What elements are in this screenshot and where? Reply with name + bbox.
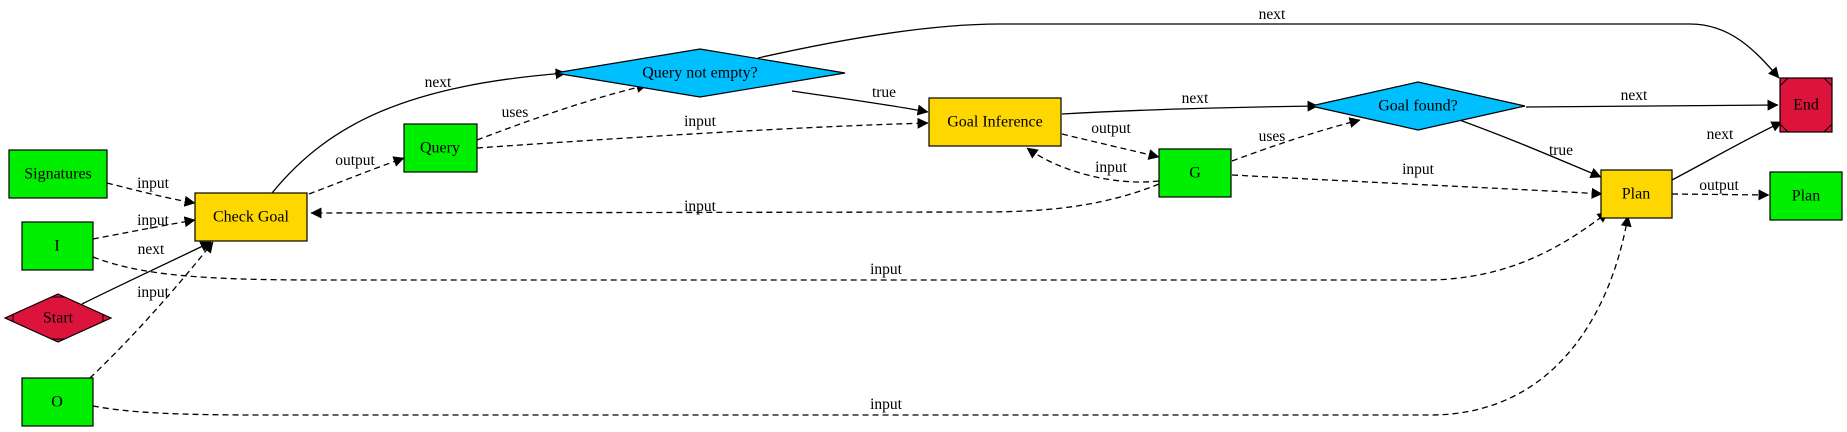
edge-label-signatures-check-goal: input	[137, 175, 170, 192]
edge-label-i-check-goal: input	[137, 212, 170, 229]
edge-o-to-plan	[92, 215, 1632, 416]
node-label-g: G	[1189, 165, 1201, 182]
edge-goal-inference-to-goal-found	[1061, 100, 1319, 115]
edge-label-g-goal-inference: input	[1095, 159, 1128, 176]
node-plan[interactable]: Plan	[1600, 169, 1673, 219]
edge-query-to-goal-inference	[476, 117, 929, 149]
edge-label-goal-inference-goal-found: next	[1182, 90, 1209, 107]
edge-label-query-not-empty-true: true	[872, 84, 896, 101]
edge-o-to-check-goal	[89, 241, 214, 379]
node-end[interactable]: End	[1779, 77, 1833, 133]
node-check-goal[interactable]: Check Goal	[194, 192, 308, 242]
edge-g-to-check-goal	[310, 183, 1160, 219]
node-label-plan: Plan	[1622, 186, 1650, 203]
node-o[interactable]: O	[21, 377, 94, 427]
edge-goal-found-to-end	[1525, 99, 1779, 111]
edge-check-goal-to-query-not-empty	[271, 68, 567, 194]
nodes: Signatures I Start O Check Goal	[3, 48, 1843, 427]
edge-label-g-check-goal: input	[684, 198, 717, 215]
node-start[interactable]: Start	[3, 293, 113, 343]
node-goal-found[interactable]: Goal found?	[1310, 81, 1526, 131]
node-query-not-empty[interactable]: Query not empty?	[554, 48, 846, 98]
edge-goal-inference-to-g	[1061, 133, 1160, 160]
edge-plan-to-end	[1671, 121, 1783, 181]
edge-label-goal-found-end: next	[1621, 87, 1648, 104]
edge-label-g-uses: uses	[1259, 128, 1286, 145]
edge-query-to-query-not-empty	[476, 82, 648, 141]
edge-i-to-check-goal	[92, 216, 196, 240]
edge-label-o-plan: input	[870, 396, 903, 413]
edge-label-query-uses: uses	[502, 104, 529, 121]
edge-label-start-check-goal: next	[138, 241, 165, 258]
edges: input input next input output next uses …	[81, 6, 1783, 416]
node-label-goal-found: Goal found?	[1378, 98, 1458, 115]
node-label-signatures: Signatures	[24, 166, 92, 183]
edge-g-to-goal-inference	[1026, 147, 1160, 183]
node-label-i: I	[54, 238, 59, 255]
node-label-check-goal: Check Goal	[213, 209, 290, 226]
node-query[interactable]: Query	[403, 123, 478, 173]
node-label-end: End	[1793, 97, 1819, 114]
node-label-query-not-empty: Query not empty?	[642, 65, 758, 82]
node-label-o: O	[51, 394, 63, 411]
node-goal-inference[interactable]: Goal Inference	[928, 97, 1062, 147]
edge-label-query-not-empty-end: next	[1259, 6, 1286, 23]
node-i[interactable]: I	[21, 221, 94, 271]
node-plan-output[interactable]: Plan	[1769, 171, 1843, 221]
edge-query-not-empty-to-goal-inference	[791, 90, 929, 116]
edge-label-check-goal-query: output	[335, 152, 375, 169]
edge-plan-to-plan-output	[1671, 189, 1770, 201]
node-label-plan-output: Plan	[1792, 188, 1820, 205]
edge-label-query-goal-inference: input	[684, 113, 717, 130]
edge-label-goal-found-true: true	[1549, 142, 1573, 159]
edge-i-to-plan	[92, 211, 1609, 281]
edge-label-o-check-goal: input	[137, 284, 170, 301]
edge-label-g-plan: input	[1402, 161, 1435, 178]
node-g[interactable]: G	[1158, 148, 1232, 198]
edge-label-check-goal-query-not-empty: next	[425, 74, 452, 91]
edge-label-plan-end: next	[1707, 126, 1734, 143]
node-signatures[interactable]: Signatures	[8, 149, 108, 199]
edge-label-goal-inference-g: output	[1091, 120, 1131, 137]
edge-query-not-empty-to-end	[757, 23, 1780, 79]
node-label-query: Query	[420, 140, 460, 157]
edge-g-to-goal-found	[1231, 117, 1361, 162]
edge-check-goal-to-query	[308, 156, 405, 195]
node-label-goal-inference: Goal Inference	[947, 114, 1043, 131]
edge-start-to-check-goal	[81, 241, 212, 305]
node-label-start: Start	[43, 310, 74, 327]
edge-label-i-plan: input	[870, 261, 903, 278]
edge-g-to-plan	[1231, 174, 1603, 199]
edge-goal-found-to-plan	[1453, 117, 1602, 179]
edge-signatures-to-check-goal	[106, 182, 196, 207]
edge-label-plan-output: output	[1699, 177, 1739, 194]
